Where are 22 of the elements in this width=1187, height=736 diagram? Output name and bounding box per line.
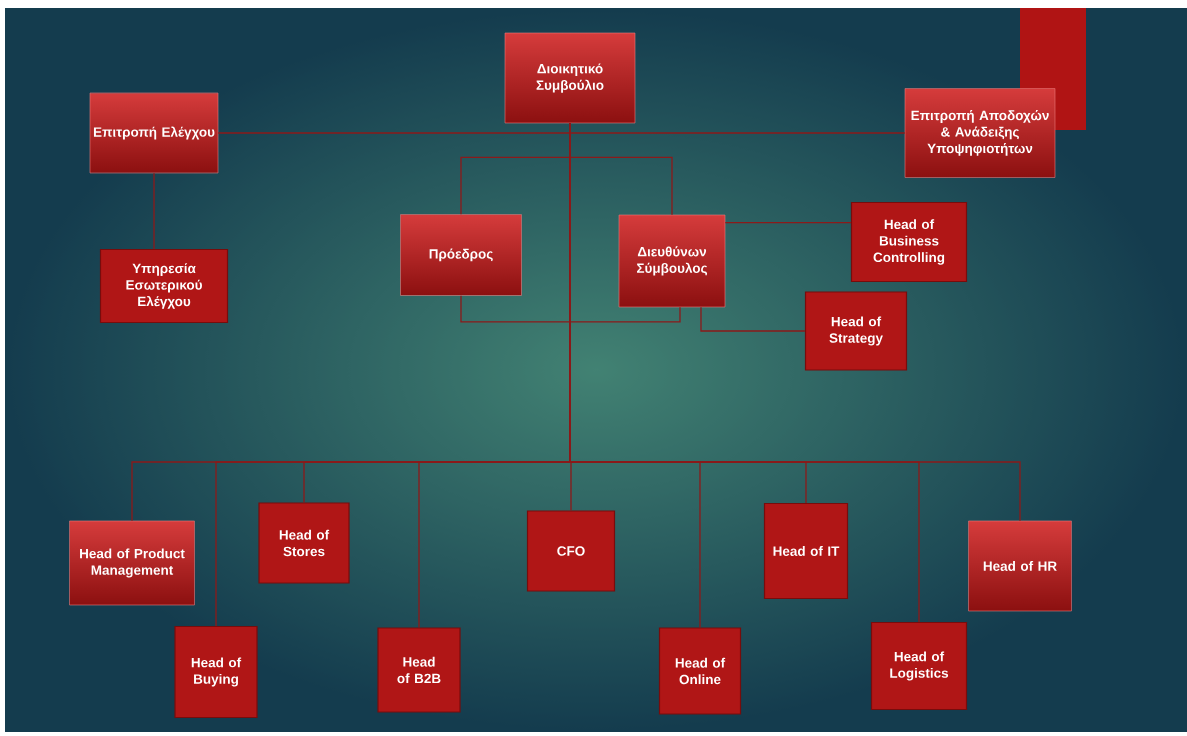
role-box: Head of Online [658, 627, 742, 715]
connector-line [569, 122, 1021, 522]
role-box: Head of Business Controlling [850, 201, 968, 283]
role-box: Υπηρεσία Εσωτερικού Ελέγχου [99, 248, 229, 324]
connector-line [724, 222, 852, 224]
role-box: Head of Strategy [804, 291, 908, 371]
role-box: CFO [526, 510, 616, 592]
role-box: Head of Buying [174, 625, 258, 719]
connector-line [153, 172, 155, 250]
role-box: Επιτροπή Αποδοχών & Ανάδειξης Υποψηφιοτήτων [904, 88, 1056, 178]
role-box: Head of B2B [377, 627, 461, 713]
role-box: Head of Product Management [69, 520, 195, 606]
role-box: Head of IT [763, 502, 849, 600]
role-box: Head of Stores [258, 502, 350, 584]
role-box: Διευθύνων Σύμβουλος [618, 214, 726, 308]
connector-line [460, 295, 681, 323]
role-box: Επιτροπή Ελέγχου [89, 92, 219, 174]
role-box: Διοικητικό Συμβούλιο [504, 32, 636, 124]
role-box: Head of HR [968, 520, 1072, 612]
role-box: Head of Logistics [870, 621, 968, 711]
connector-line [700, 306, 806, 332]
role-box: Πρόεδρος [400, 214, 522, 296]
